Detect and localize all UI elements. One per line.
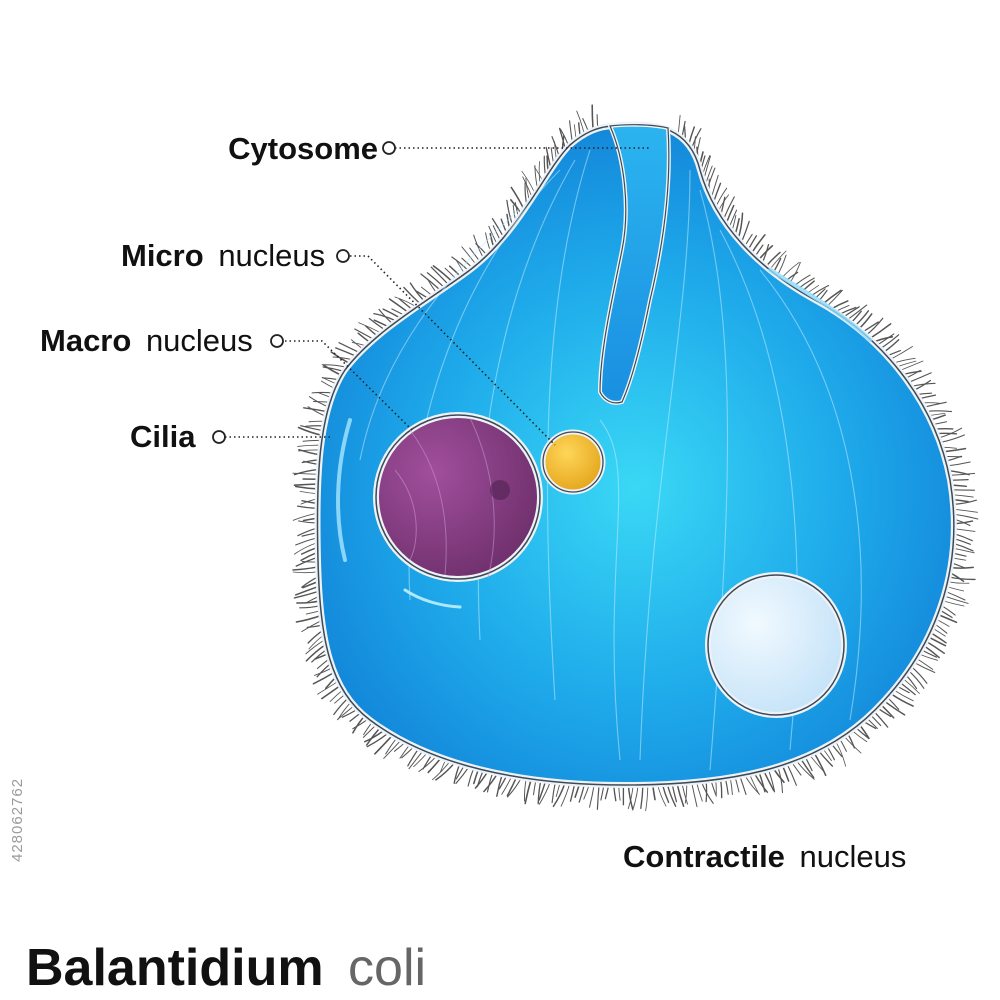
stock-id: 428062762 — [9, 778, 26, 862]
cilium — [365, 726, 382, 746]
cilium — [293, 483, 319, 486]
cilium — [740, 220, 750, 244]
cilium — [907, 372, 932, 384]
label-contractile-rest: nucleus — [800, 839, 907, 874]
cilium — [953, 528, 976, 532]
label-cilia: Cilia — [130, 419, 196, 454]
cilium — [865, 317, 884, 337]
cilium — [640, 784, 644, 810]
cilium — [292, 571, 319, 574]
cilium — [374, 734, 394, 755]
cilium — [947, 576, 976, 581]
highlight-arc-right — [768, 268, 872, 342]
cilium — [461, 246, 477, 266]
cilium — [942, 447, 967, 453]
species-title-species: coli — [348, 939, 426, 997]
cilium — [588, 783, 595, 808]
cilium — [947, 581, 970, 584]
cilia-pin — [212, 430, 226, 444]
macronucleus-granules — [490, 480, 510, 500]
macronucleus — [373, 412, 543, 582]
cilium — [521, 170, 536, 195]
cilium — [311, 391, 334, 394]
label-contractile: Contractile nucleus — [623, 839, 906, 874]
cilium — [645, 784, 649, 812]
highlight-arc-bottom — [403, 588, 462, 609]
cilium — [596, 783, 600, 810]
label-cytosome: Cytosome — [228, 131, 378, 166]
cilium — [295, 614, 323, 623]
cilium — [294, 485, 319, 490]
cilium — [953, 513, 979, 520]
cilium — [352, 715, 366, 734]
label-micronucleus-bold: Micro — [121, 238, 204, 273]
cilium — [576, 110, 585, 136]
cilium — [776, 254, 787, 277]
cilium — [299, 605, 321, 609]
cilium — [925, 410, 953, 413]
cilium — [337, 701, 352, 721]
label-macronucleus: Macro nucleus — [40, 323, 253, 358]
micronucleus-leader — [350, 255, 556, 446]
cilium — [524, 778, 532, 805]
cilium — [317, 680, 339, 695]
cilium — [296, 505, 319, 510]
cilium — [551, 781, 556, 804]
cilium — [695, 781, 703, 802]
cilium — [737, 212, 744, 241]
label-micronucleus-rest: nucleus — [218, 238, 325, 273]
cilium — [364, 729, 386, 743]
cilium — [483, 772, 499, 793]
label-macronucleus-bold: Macro — [40, 323, 131, 358]
highlight-arc-left — [336, 418, 352, 562]
cilium — [358, 322, 382, 334]
cilium — [948, 472, 976, 476]
cilium — [750, 234, 766, 255]
cilium — [949, 566, 974, 569]
cilium — [907, 669, 925, 689]
cytosome-pin — [382, 141, 396, 155]
species-title: Balantidium coli — [26, 939, 426, 997]
cilium — [657, 784, 667, 807]
species-title-genus: Balantidium — [26, 939, 324, 997]
cilium — [297, 444, 322, 447]
cilium — [292, 566, 319, 571]
cilium — [944, 590, 966, 601]
cilium — [952, 508, 978, 513]
cilium — [321, 684, 342, 700]
label-contractile-bold: Contractile — [623, 839, 785, 874]
cilium — [834, 740, 847, 767]
cilium — [294, 585, 320, 596]
cilium — [632, 784, 639, 811]
cilium — [506, 776, 518, 797]
micronucleus-pin — [336, 249, 350, 263]
cilium — [418, 755, 438, 773]
cilium — [700, 780, 714, 804]
macronucleus-pin — [270, 334, 284, 348]
macronucleus-leader — [285, 340, 413, 431]
cilium — [946, 461, 971, 467]
cilium — [883, 699, 906, 716]
cilium — [691, 781, 698, 808]
label-macronucleus-rest: nucleus — [146, 323, 253, 358]
cilium — [591, 104, 594, 132]
cilium — [560, 782, 571, 807]
cilium — [435, 761, 456, 781]
label-micronucleus: Micro nucleus — [121, 238, 325, 273]
